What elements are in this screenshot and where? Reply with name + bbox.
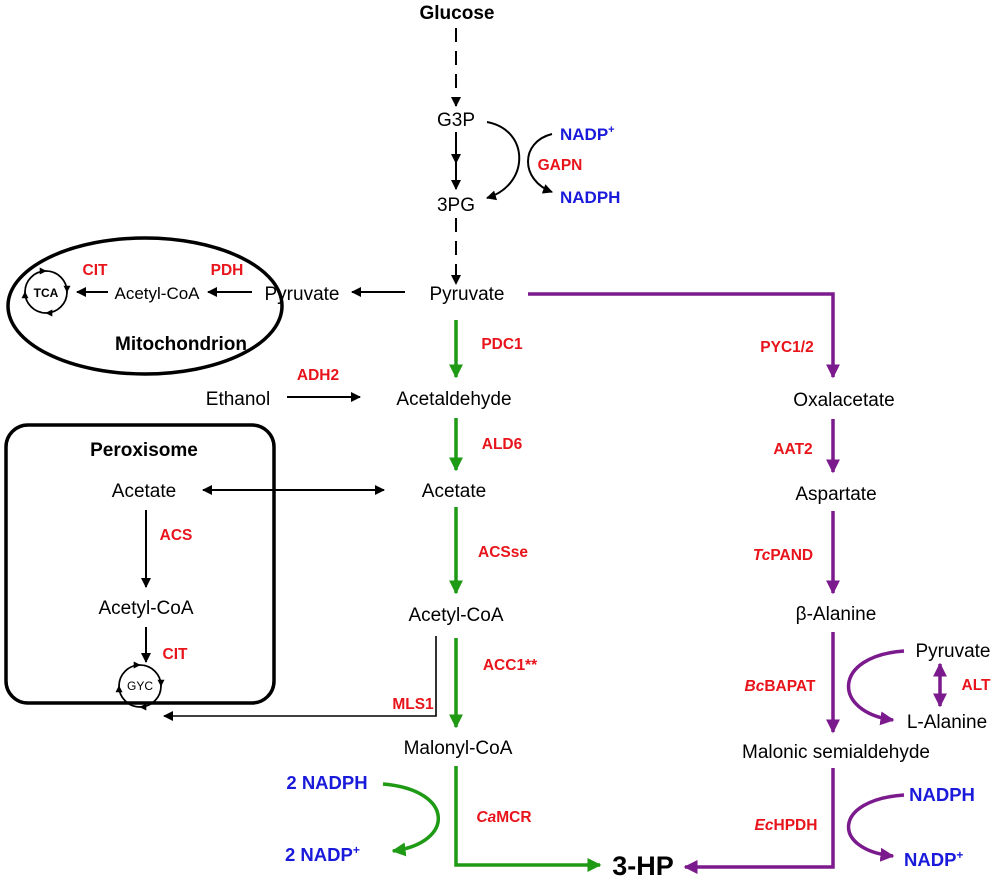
cit-perox-enzyme: CIT xyxy=(163,646,189,663)
camcr-enzyme: CaMCR xyxy=(476,809,531,826)
gyc-cycle xyxy=(115,661,165,711)
nadp-left-plus: + xyxy=(353,843,360,857)
nadp-top-text: NADP xyxy=(560,125,608,144)
3pg-label: 3PG xyxy=(437,195,475,216)
acc1-enzyme: ACC1** xyxy=(483,657,538,674)
nadp-left-cofactor: 2 NADP+ xyxy=(285,843,360,865)
arrow-malonicsemialdehyde-3hp xyxy=(683,768,835,874)
glucose-label: Glucose xyxy=(420,3,495,24)
acetaldehyde-label: Acetaldehyde xyxy=(396,389,511,410)
arrow-acetylcoa-mls1-gyc xyxy=(163,636,437,721)
bcbapat-enzyme: BcBAPAT xyxy=(745,678,816,695)
ald6-enzyme: ALD6 xyxy=(482,436,523,453)
tcpand-enzyme: TcPAND xyxy=(753,547,813,564)
gyc-label: GYC xyxy=(127,679,153,693)
bcbapat-prefix: Bc xyxy=(745,678,765,695)
echpdh-prefix: Ec xyxy=(755,817,774,834)
nadph-top-cofactor: NADPH xyxy=(560,188,620,207)
g3p-label: G3P xyxy=(437,110,475,131)
bcbapat-suffix: BAPAT xyxy=(764,678,816,695)
ethanol-label: Ethanol xyxy=(206,389,270,410)
nadph-consumption-arc-right xyxy=(846,793,905,862)
mitochondrion-compartment xyxy=(6,236,284,376)
pyruvate-right-label: Pyruvate xyxy=(916,641,991,662)
nadp-right-plus: + xyxy=(956,848,963,862)
echpdh-suffix: HPDH xyxy=(774,817,818,834)
cit-mito-enzyme: CIT xyxy=(83,262,109,279)
camcr-prefix: Ca xyxy=(476,809,496,826)
oxalacetate-label: Oxalacetate xyxy=(793,390,894,411)
pyc-enzyme: PYC1/2 xyxy=(760,339,813,356)
adh2-enzyme: ADH2 xyxy=(297,367,339,384)
nadph-left-cofactor: 2 NADPH xyxy=(286,772,367,793)
acs-enzyme: ACS xyxy=(160,527,193,544)
gapn-arc xyxy=(486,121,521,201)
tca-cycle xyxy=(21,267,71,317)
mls1-enzyme: MLS1 xyxy=(392,696,434,713)
pyruvate-mito-label: Pyruvate xyxy=(265,284,340,305)
pyruvate-main-label: Pyruvate xyxy=(430,284,505,305)
nadph-consumption-arc-left xyxy=(382,782,440,857)
nadph-right-cofactor: NADPH xyxy=(909,784,975,805)
peroxisome-compartment xyxy=(4,423,276,705)
nadp-left-text: 2 NADP xyxy=(285,844,353,865)
beta-alanine-label: β-Alanine xyxy=(796,604,877,625)
nadp-right-cofactor: NADP+ xyxy=(904,848,963,870)
malonic-semialdehyde-label: Malonic semialdehyde xyxy=(742,742,930,763)
echpdh-enzyme: EcHPDH xyxy=(755,817,818,834)
acetylcoa-main-label: Acetyl-CoA xyxy=(408,605,503,626)
camcr-suffix: MCR xyxy=(496,809,531,826)
pdc1-enzyme: PDC1 xyxy=(481,336,523,353)
aspartate-label: Aspartate xyxy=(795,484,876,505)
arrow-pyruvate-oxalacetate xyxy=(528,292,840,379)
aat2-enzyme: AAT2 xyxy=(773,441,812,458)
gapn-enzyme: GAPN xyxy=(538,157,583,174)
peroxisome-label: Peroxisome xyxy=(90,440,198,461)
nadp-right-text: NADP xyxy=(904,849,956,870)
l-alanine-label: L-Alanine xyxy=(907,712,987,733)
nadp-top-plus: + xyxy=(608,124,614,136)
nadp-to-nadph-arc xyxy=(527,133,553,194)
acetate-main-label: Acetate xyxy=(422,481,486,502)
mitochondrion-label: Mitochondrion xyxy=(115,334,247,355)
acetylcoa-mito-label: Acetyl-CoA xyxy=(114,284,200,303)
3hp-product-label: 3-HP xyxy=(612,851,674,881)
arrow-malonylcoa-3hp xyxy=(454,766,602,872)
nadp-top-cofactor: NADP+ xyxy=(560,124,615,144)
acsse-enzyme: ACSse xyxy=(478,544,528,561)
transamination-arc xyxy=(846,649,905,726)
pdh-enzyme: PDH xyxy=(211,262,244,279)
acetylcoa-perox-label: Acetyl-CoA xyxy=(98,598,193,619)
alt-enzyme: ALT xyxy=(962,677,992,694)
tca-label: TCA xyxy=(34,286,59,300)
acetate-perox-label: Acetate xyxy=(112,481,176,502)
tcpand-prefix: Tc xyxy=(753,547,771,564)
tcpand-suffix: PAND xyxy=(770,547,813,564)
malonylcoa-label: Malonyl-CoA xyxy=(404,738,513,759)
